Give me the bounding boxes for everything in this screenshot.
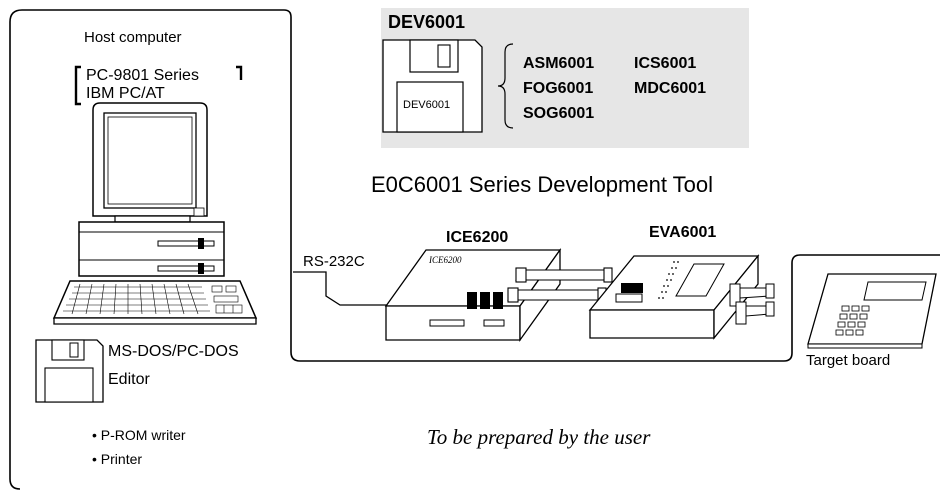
disk-label: DEV6001 — [403, 99, 451, 111]
target-board-icon — [807, 273, 937, 349]
tool-mdc6001: MDC6001 — [634, 80, 707, 97]
tool-ics6001: ICS6001 — [634, 55, 697, 72]
host-title: Host computer — [84, 29, 182, 46]
tool-sog6001: SOG6001 — [523, 105, 595, 122]
host-model-pc9801: PC-9801 Series — [86, 67, 199, 84]
os-floppy-icon — [35, 339, 104, 403]
user-item-printer: • Printer — [92, 451, 143, 467]
eva6001-device-icon — [588, 254, 775, 340]
probe-cable — [507, 267, 613, 303]
user-item-prom: • P-ROM writer — [92, 427, 186, 443]
host-region-outline — [9, 9, 940, 490]
ice-device-text: ICE6200 — [429, 255, 462, 265]
host-model-ibm: IBM PC/AT — [86, 85, 165, 102]
dev-floppy-icon — [382, 39, 483, 133]
tool-brace — [497, 43, 514, 129]
keyboard-icon — [52, 280, 258, 325]
models-bracket-left — [74, 65, 81, 106]
rs232c-cable — [293, 271, 392, 306]
editor-label: Editor — [108, 371, 150, 388]
eva-label: EVA6001 — [649, 224, 717, 241]
ice-label: ICE6200 — [446, 229, 509, 246]
os-label: MS-DOS/PC-DOS — [108, 343, 239, 360]
footer-note: To be prepared by the user — [427, 425, 651, 449]
package-title: DEV6001 — [388, 12, 466, 32]
monitor-icon — [92, 102, 208, 223]
dev-tool-heading: E0C6001 Series Development Tool — [371, 172, 714, 197]
models-bracket-right — [236, 65, 243, 80]
cable-label: RS-232C — [303, 253, 365, 270]
target-label: Target board — [806, 352, 891, 369]
tool-fog6001: FOG6001 — [523, 80, 594, 97]
system-unit-icon — [78, 221, 225, 277]
tool-asm6001: ASM6001 — [523, 55, 595, 72]
